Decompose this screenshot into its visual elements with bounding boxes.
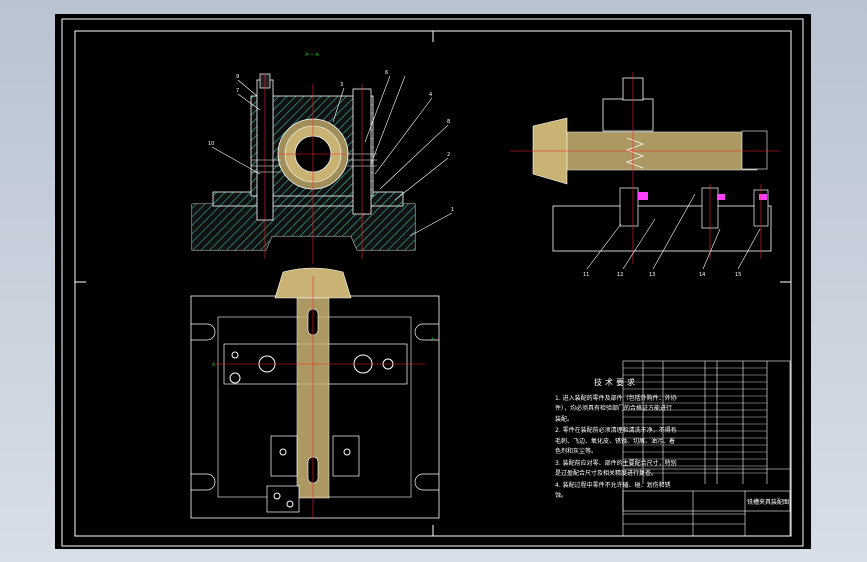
view-arrow-right: A	[431, 337, 434, 342]
front-section-view: A — A	[191, 52, 454, 264]
balloon-1: 1	[451, 207, 454, 213]
tech-requirements: 技术要求 1. 进入装配的零件及部件（包括外购件、外协件），均必须具有检验部门的…	[555, 378, 677, 503]
title-block	[622, 360, 791, 537]
balloon-2: 2	[447, 152, 450, 158]
balloon-7: 7	[236, 88, 239, 94]
balloon-11: 11	[583, 272, 589, 278]
tech-requirement-item: 1. 进入装配的零件及部件（包括外购件、外协件），均必须具有检验部门的合格证方能…	[555, 394, 677, 423]
balloon-13: 13	[649, 272, 655, 278]
tech-requirements-title: 技术要求	[594, 378, 638, 387]
balloon-3: 3	[340, 82, 343, 88]
view-arrow-left: A	[212, 362, 215, 367]
balloon-6: 6	[385, 70, 388, 76]
bom-rows	[623, 367, 767, 474]
balloon-15: 15	[735, 272, 741, 278]
balloon-4: 4	[429, 92, 432, 98]
cad-drawing: A — A	[61, 18, 804, 547]
balloon-9: 9	[236, 74, 239, 80]
side-view: 11 12 13 14 15	[510, 72, 780, 278]
drawing-title: 铣槽夹具装配图	[747, 498, 789, 506]
plan-view: A A	[190, 267, 440, 519]
balloon-12: 12	[617, 272, 623, 278]
balloon-14: 14	[699, 272, 705, 278]
section-label: A — A	[305, 52, 319, 58]
balloon-8: 8	[447, 119, 450, 125]
balloon-10: 10	[208, 141, 214, 147]
cad-viewport[interactable]: A — A	[55, 14, 811, 549]
tech-requirement-item: 4. 装配过程中零件不允许磕、碰、划伤和锈蚀。	[555, 481, 671, 500]
tech-requirement-item: 3. 装配前应对零、部件的主要配合尺寸，特别是过盈配合尺寸及相关精度进行复查。	[555, 459, 677, 478]
sheet-outer-border	[61, 18, 804, 547]
tech-requirement-item: 2. 零件在装配前必须清理和清洗干净，不得有毛刺、飞边、氧化皮、锈蚀、切屑、油污…	[555, 427, 677, 455]
